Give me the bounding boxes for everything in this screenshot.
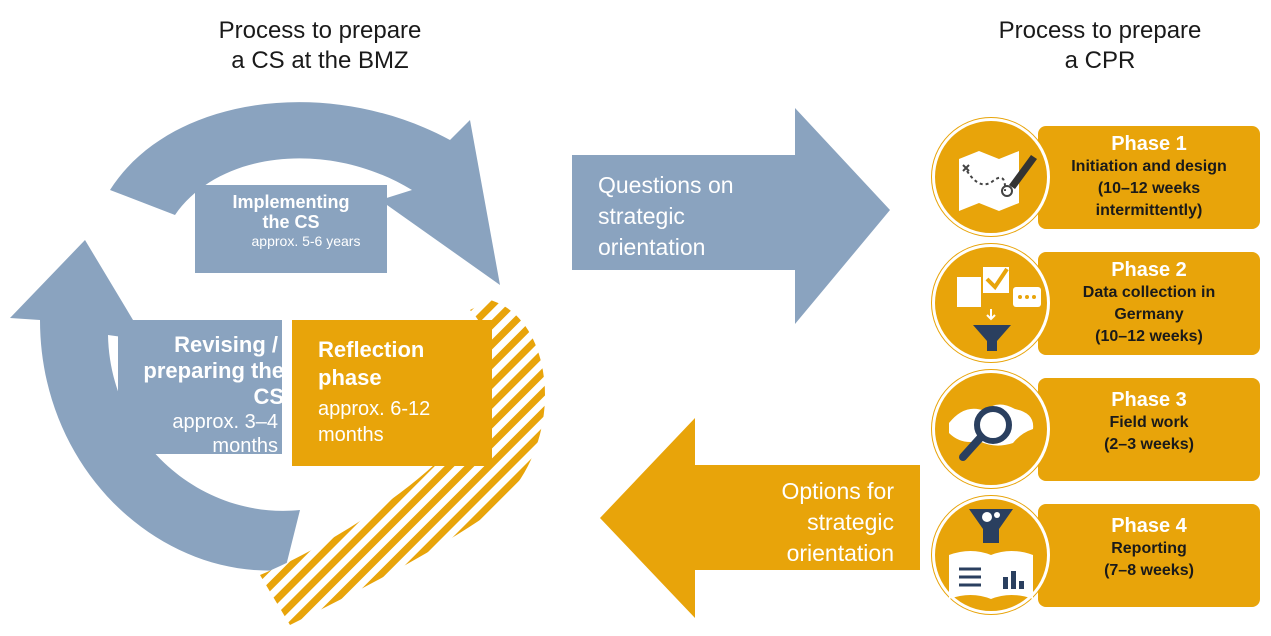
map-pen-icon xyxy=(932,118,1050,236)
documents-funnel-icon xyxy=(932,244,1050,362)
reflection-box: Reflection phase approx. 6-12 months xyxy=(292,320,492,466)
phase-3-card: Phase 3 Field work (2–3 weeks) xyxy=(1038,378,1260,481)
implementing-box: Implementing the CS approx. 5-6 years xyxy=(195,185,387,273)
questions-arrow xyxy=(572,108,890,324)
gears-book-icon xyxy=(932,496,1050,614)
implementing-cycle-arrow xyxy=(110,102,500,285)
revising-box: Revising / preparing the CS approx. 3–4 … xyxy=(118,320,284,457)
left-title: Process to prepare a CS at the BMZ xyxy=(218,17,422,74)
options-arrow xyxy=(600,418,920,618)
phase-1-card: Phase 1 Initiation and design (10–12 wee… xyxy=(1038,126,1260,229)
options-arrow-label: Options for strategic orientation xyxy=(781,478,895,566)
map-magnifier-icon xyxy=(932,370,1050,488)
questions-arrow-label: Questions on strategic orientation xyxy=(598,172,734,260)
reflection-cycle-stripes xyxy=(260,300,545,625)
revising-cycle-arrow xyxy=(10,240,300,571)
phase-2-card: Phase 2 Data collection in Germany (10–1… xyxy=(1038,252,1260,355)
phase-4-card: Phase 4 Reporting (7–8 weeks) xyxy=(1038,504,1260,607)
right-title: Process to prepare a CPR xyxy=(998,17,1202,74)
